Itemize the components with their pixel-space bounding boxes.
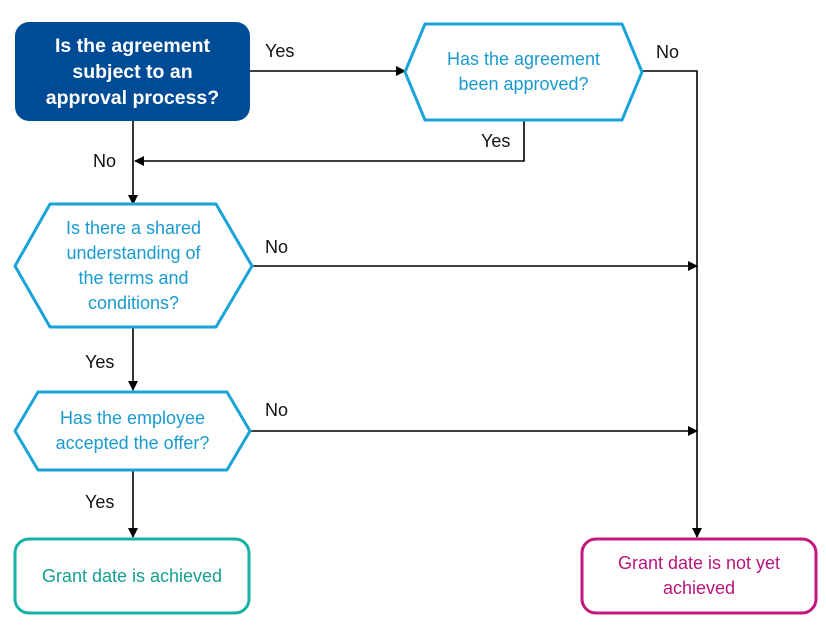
edge-label-accepted-no: No [265,400,289,420]
edge-label-start-yes: Yes [265,41,295,61]
grant-not-achieved-label: Grant date is not yet achieved [617,553,781,598]
edge-label-start-no: No [93,151,117,171]
accepted-decision-node [13,390,252,472]
offer-accepted-question: Has the employee accepted the offer? [55,408,210,453]
edge-label-approved-yes: Yes [481,131,511,151]
edge-label-approved-no: No [656,42,680,62]
shared-decision-node [13,202,254,329]
shared-understanding-question: Is there a shared understanding of the t… [65,217,202,313]
achieved-outcome-node [13,537,251,615]
not-achieved-outcome-node [580,537,818,615]
edge-label-shared-no: No [265,237,289,257]
start-question: Is the agreement subject to an approval … [45,34,220,109]
edge-approved-no [642,70,702,538]
edge-label-shared-yes: Yes [85,352,115,372]
approved-question: Has the agreement been approved? [446,49,601,94]
edge-label-accepted-yes: Yes [85,492,115,512]
grant-achieved-label: Grant date is achieved [41,565,223,586]
approved-decision-node [403,22,644,122]
start-node [15,22,250,121]
edge-approved-yes [134,121,525,166]
